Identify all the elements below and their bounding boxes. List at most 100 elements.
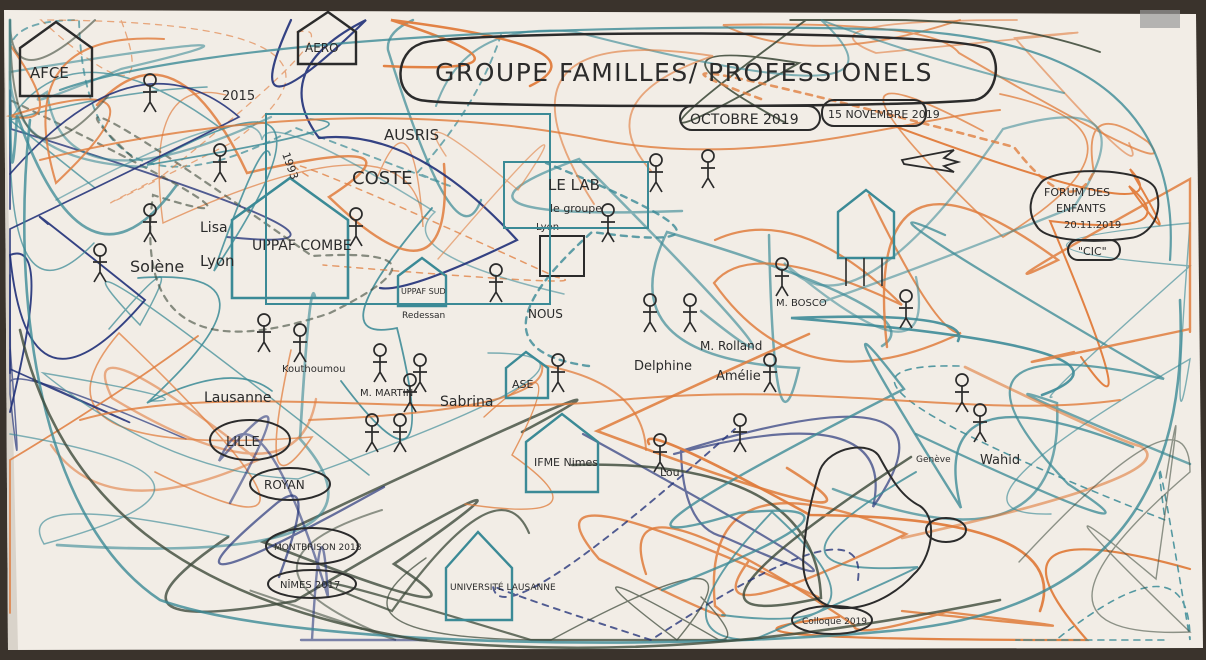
marker-line xyxy=(910,221,1165,515)
stick-figure-body xyxy=(733,426,747,453)
handwritten-labels: COSTE AUSRIS LE LAB le groupe Lisa Lyon … xyxy=(130,89,1020,479)
stick-figure xyxy=(775,257,789,297)
marker-line xyxy=(39,19,313,204)
stick-figure xyxy=(763,353,777,393)
stick-figure-body xyxy=(93,256,107,283)
label-lille: LILLE xyxy=(226,435,260,450)
marker-line xyxy=(646,437,1046,613)
label-lyon: Lyon xyxy=(200,252,235,270)
marker-line xyxy=(790,315,1075,397)
date-october: OCTOBRE 2019 xyxy=(690,112,799,128)
bubble-royan xyxy=(249,467,331,501)
marker-line xyxy=(49,366,318,492)
label-lelab: LE LAB xyxy=(548,176,600,194)
marker-loop xyxy=(58,26,1172,262)
marker-line xyxy=(722,19,1156,174)
stick-figure-body xyxy=(683,306,697,333)
marker-line xyxy=(491,428,860,642)
marker-line xyxy=(55,291,330,550)
marker-loop xyxy=(39,109,1001,161)
house-uppaf-combe-outline xyxy=(230,176,350,300)
stick-figure-body xyxy=(293,336,307,363)
stick-figure-body xyxy=(349,220,363,247)
label-lou: Lou xyxy=(660,466,680,479)
marker-line xyxy=(324,509,727,642)
label-wahid: Wahid xyxy=(980,453,1020,468)
house-ifme-label: IFME Nimes xyxy=(534,456,598,469)
city-bubbles: LILLE ROYAN MONTBRISON 2018 NÎMES 2017 C… xyxy=(209,419,873,635)
marker-line xyxy=(8,215,147,413)
cic-label: "CIC" xyxy=(1078,245,1107,258)
house-ase-outline xyxy=(504,350,550,400)
forum-bubble: FORUM DES ENFANTS 20.11.2019 "CIC" xyxy=(1029,170,1160,261)
marker-line xyxy=(702,72,1096,193)
forum-line2: ENFANTS xyxy=(1056,202,1106,215)
stick-figure xyxy=(733,413,747,453)
stick-figure xyxy=(649,153,663,193)
lake-geneva xyxy=(925,517,967,543)
label-mmartin: M. MARTIN xyxy=(360,388,413,399)
title-banner: GROUPE FAMILLES/ PROFESSIONELS xyxy=(399,32,998,108)
marker-line xyxy=(9,82,241,424)
paper-shadow xyxy=(4,10,18,650)
stick-figure-body xyxy=(365,426,379,453)
title-text: GROUPE FAMILLES/ PROFESSIONELS xyxy=(435,58,933,87)
tape-strip xyxy=(1140,10,1180,28)
stick-figure-body xyxy=(653,446,667,473)
stick-figure xyxy=(643,293,657,333)
stick-figure-body xyxy=(213,156,227,183)
label-mbosco: M. BOSCO xyxy=(776,298,827,309)
stick-figure-body xyxy=(955,386,969,413)
house-universite-label: UNIVERSITÉ LAUSANNE xyxy=(450,581,556,593)
marker-line xyxy=(464,381,554,510)
stick-figure xyxy=(489,263,503,303)
marker-line xyxy=(8,98,394,333)
house-small-right-legs xyxy=(845,258,883,286)
label-sabrina: Sabrina xyxy=(440,394,493,410)
label-lausanne: Lausanne xyxy=(204,390,271,406)
stick-figure xyxy=(373,343,387,383)
marker-line xyxy=(386,18,483,218)
date-bubble-november xyxy=(821,99,927,127)
house-ifme-outline xyxy=(524,412,600,494)
stick-figure xyxy=(701,149,715,189)
stick-figure-body xyxy=(601,216,615,243)
stick-figure xyxy=(349,207,363,247)
stick-figure-body xyxy=(643,306,657,333)
marker-line xyxy=(340,207,433,441)
marker-line xyxy=(9,433,230,545)
marker-line xyxy=(651,230,893,404)
marker-line xyxy=(581,415,901,573)
stick-figure-body xyxy=(763,366,777,393)
house-aero-outline xyxy=(296,10,358,66)
house-afce: AFCE xyxy=(18,20,94,98)
stick-figure-body xyxy=(413,366,427,393)
label-nous: NOUS xyxy=(528,307,563,321)
date-bubble-october xyxy=(679,105,821,131)
stick-figure xyxy=(955,373,969,413)
stick-figure xyxy=(213,143,227,183)
house-small-right-outline xyxy=(836,188,896,260)
stick-figure-body xyxy=(551,366,565,393)
marker-line xyxy=(1006,222,1192,515)
label-nimes: NÎMES 2017 xyxy=(280,578,340,591)
bubble-montbrison xyxy=(265,527,359,565)
stick-figure xyxy=(653,433,667,473)
stick-figure-body xyxy=(403,386,417,413)
stick-figure-body xyxy=(649,166,663,193)
label-lisa: Lisa xyxy=(200,220,228,236)
marker-line xyxy=(137,276,273,404)
marker-line xyxy=(1018,425,1192,634)
marker-line xyxy=(783,116,1103,333)
marker-loop xyxy=(18,328,1002,650)
label-legroupe: le groupe xyxy=(550,202,602,215)
label-geneve: Genève xyxy=(916,454,951,465)
marker-line xyxy=(553,49,714,205)
stick-figure-body xyxy=(899,302,913,329)
house-small-right xyxy=(836,188,896,286)
house-uppaf-combe-label: UPPAF COMBE xyxy=(252,238,352,254)
house-aero-label: AERO xyxy=(305,41,339,55)
forum-outline xyxy=(1029,170,1160,242)
house-ifme: IFME Nimes xyxy=(524,412,600,494)
house-uppaf-sud-outline xyxy=(396,256,448,308)
